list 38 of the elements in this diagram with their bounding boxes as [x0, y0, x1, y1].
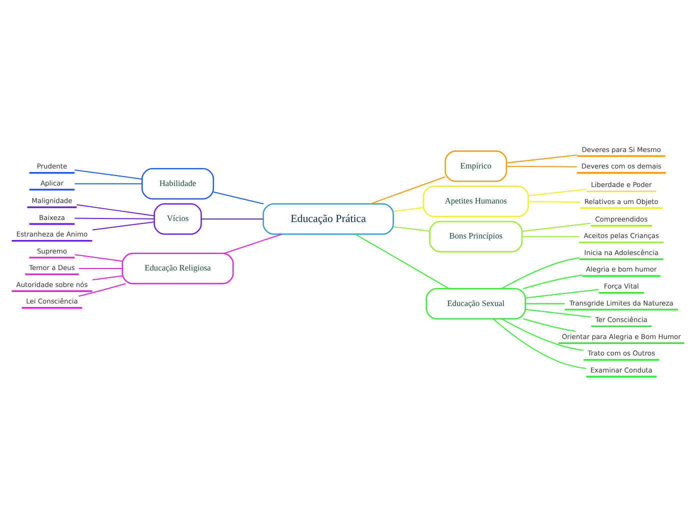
node-box: Educação Prática [262, 202, 394, 234]
node-box: Apetites Humanos [422, 185, 529, 217]
connector [393, 206, 424, 212]
connector [78, 282, 126, 296]
node-box: Bons Princípios [429, 220, 523, 252]
connector [523, 274, 582, 289]
connector [492, 318, 586, 369]
connector [354, 233, 450, 288]
connector [74, 182, 142, 184]
connector [522, 222, 591, 232]
connector [501, 256, 580, 288]
connector [202, 218, 263, 219]
connector [92, 220, 154, 230]
connector [370, 176, 446, 204]
connector [523, 318, 576, 332]
connector [213, 191, 264, 204]
connector [506, 154, 578, 163]
connector [74, 217, 154, 219]
connector [506, 165, 577, 167]
connector [528, 200, 580, 202]
connector [525, 308, 592, 318]
node-box: Educação Religiosa [122, 252, 234, 284]
node-box: Empírico [444, 150, 508, 182]
connector [528, 188, 586, 196]
connector [501, 318, 584, 350]
connector [224, 233, 282, 254]
connector [525, 302, 565, 304]
connector [74, 168, 142, 180]
node-box: Habilidade [142, 168, 214, 199]
node-box: Educação Sexual [426, 287, 526, 319]
node-box: Vícios [154, 202, 202, 234]
connector [92, 274, 122, 280]
connector [522, 236, 579, 237]
connector [525, 288, 599, 298]
connector [74, 254, 122, 262]
connector [393, 226, 430, 232]
connector [78, 267, 122, 268]
connector [76, 204, 154, 216]
